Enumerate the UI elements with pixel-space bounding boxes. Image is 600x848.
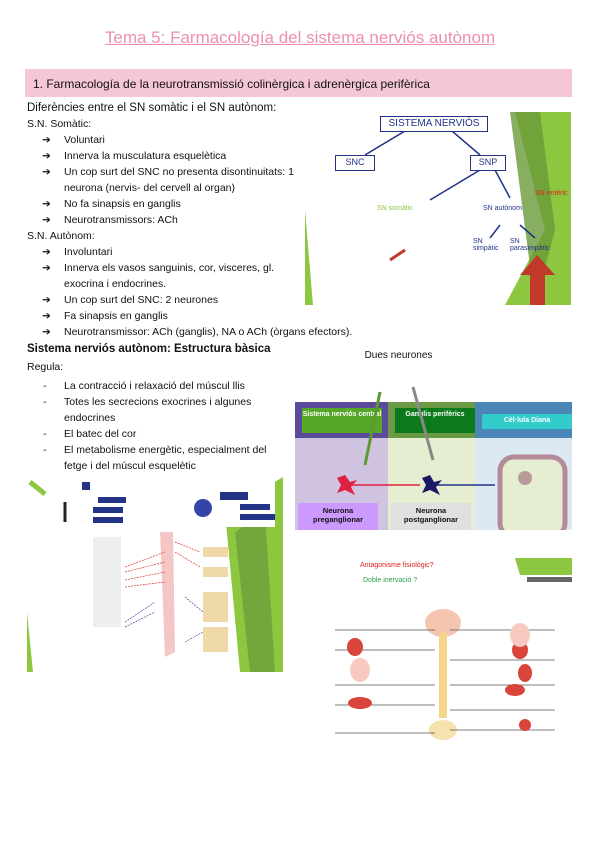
two-neurons-diagram: Dues neurones Sistema nerviós central Ga… bbox=[295, 350, 572, 530]
list-item-cont: exocrina i endocrines. bbox=[64, 278, 167, 290]
diagram-title: Dues neurones bbox=[364, 350, 433, 361]
node-snp: SNP bbox=[470, 155, 506, 171]
node-parasimpatic: SN parasimpàtic bbox=[510, 238, 550, 252]
node-snc: SNC bbox=[335, 155, 375, 171]
arrow-icon: ➔ bbox=[42, 198, 51, 210]
list-item-cont: neurona (nervis- del cervell al organ) bbox=[64, 182, 235, 194]
arrow-icon: ➔ bbox=[42, 294, 51, 306]
structure-heading: Sistema nerviós autònom: Estructura bàsi… bbox=[27, 343, 271, 355]
organs-graphic bbox=[335, 558, 572, 740]
node-root: SISTEMA NERVIÓS bbox=[380, 116, 488, 132]
list-item: ➔Fa sinapsis en ganglis bbox=[42, 310, 168, 322]
intro: Diferències entre el SN somàtic i el SN … bbox=[27, 102, 277, 114]
text-column: Diferències entre el SN somàtic i el SN … bbox=[27, 100, 353, 474]
arrow-icon: ➔ bbox=[42, 310, 51, 322]
neuron-graphic bbox=[337, 386, 568, 530]
arrow-icon: ➔ bbox=[42, 166, 51, 178]
list-item: -La contracció i relaxació del múscul ll… bbox=[43, 380, 245, 392]
list-item: ➔Neurotransmissor: ACh (ganglis), NA o A… bbox=[42, 326, 353, 338]
list-item: ➔Innerva la musculatura esquelètica bbox=[42, 150, 227, 162]
list-item-cont: fetge i del múscul esquelètic bbox=[64, 460, 196, 472]
label-preganglionic: Neurona preganglionar bbox=[298, 503, 378, 530]
list-item: -El metabolisme energètic, especialment … bbox=[43, 444, 267, 456]
list-item: ➔Voluntari bbox=[42, 134, 105, 146]
section-heading: 1. Farmacología de la neurotransmissió c… bbox=[25, 69, 572, 97]
question-double-innervation: Doble inervació ? bbox=[363, 577, 418, 584]
node-somatic: SN somàtic bbox=[377, 205, 413, 212]
diagram-background bbox=[305, 112, 571, 305]
nervous-system-diagram: SISTEMA NERVIÓS SNC SNP SN somàtic SN au… bbox=[305, 110, 571, 305]
list-item: -El batec del cor bbox=[43, 428, 137, 440]
list-item: ➔Innerva els vasos sanguinis, cor, visce… bbox=[42, 262, 275, 274]
label-postganglionic: Neurona postganglionar bbox=[391, 503, 471, 530]
somatic-heading: S.N. Somàtic: bbox=[27, 118, 92, 130]
arrow-icon: ➔ bbox=[42, 134, 51, 146]
list-item: ➔Un cop surt del SNC: 2 neurones bbox=[42, 294, 219, 306]
page-title: Tema 5: Farmacología del sistema nerviós… bbox=[104, 28, 496, 47]
autonomic-organs-diagram: Antagonisme fisiològic? Doble inervació … bbox=[315, 555, 572, 750]
node-enteric: SN entèric bbox=[535, 190, 568, 197]
arrow-icon: ➔ bbox=[42, 246, 51, 258]
list-item: ➔Neurotransmissors: ACh bbox=[42, 214, 178, 226]
label-cns: Sistema nerviós central bbox=[302, 408, 382, 433]
list-item: ➔Un cop surt del SNC no presenta disonti… bbox=[42, 166, 294, 178]
node-autonom: SN autònom bbox=[483, 205, 522, 212]
node-simpatic: SN simpàtic bbox=[473, 238, 499, 252]
list-item: ➔Involuntari bbox=[42, 246, 113, 258]
arrow-icon: ➔ bbox=[42, 150, 51, 162]
list-item: -Totes les secrecions exocrines i algune… bbox=[43, 396, 252, 408]
sympathetic-parasympathetic-diagram bbox=[25, 472, 283, 672]
arrow-icon: ➔ bbox=[42, 262, 51, 274]
label-target: Cèl·lula Diana bbox=[482, 414, 572, 429]
regula-label: Regula: bbox=[27, 361, 64, 373]
arrow-icon: ➔ bbox=[42, 214, 51, 226]
list-item-cont: endocrines bbox=[64, 412, 116, 424]
label-ganglia: Ganglis perifèrics bbox=[395, 408, 475, 433]
diagram-graphic bbox=[27, 477, 283, 672]
autonom-heading: S.N. Autònom: bbox=[27, 230, 95, 242]
list-item: ➔No fa sinapsis en ganglis bbox=[42, 198, 181, 210]
arrow-icon: ➔ bbox=[42, 326, 51, 338]
question-antagonism: Antagonisme fisiològic? bbox=[360, 562, 434, 569]
